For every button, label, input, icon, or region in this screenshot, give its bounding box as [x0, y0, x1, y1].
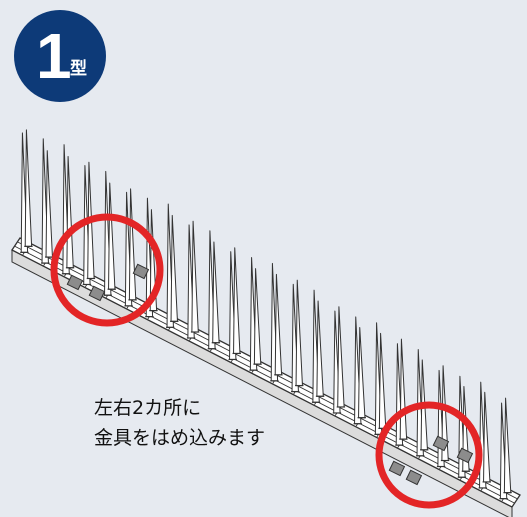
- metal-fitting: [66, 274, 84, 291]
- spike: [274, 273, 283, 376]
- caption-line-2: 金具をはめ込みます: [94, 427, 266, 449]
- spike: [378, 332, 387, 429]
- spike: [45, 150, 53, 258]
- spike: [483, 391, 491, 483]
- frame-rail: [17, 241, 518, 500]
- instruction-caption: 左右2カ所に 金具をはめ込みます: [94, 393, 265, 453]
- highlight-circle-left: [50, 213, 164, 327]
- spike: [128, 188, 137, 301]
- spike: [24, 129, 33, 247]
- type-badge: 1 型: [14, 10, 106, 102]
- spike: [170, 214, 178, 322]
- frame-side-face: [11, 249, 513, 517]
- spike: [212, 241, 220, 344]
- spike: [358, 327, 366, 419]
- spike: [108, 182, 116, 290]
- metal-fitting: [88, 285, 106, 302]
- spike: [316, 300, 324, 397]
- type-number: 1: [36, 20, 72, 92]
- caption-line-1: 左右2カ所に: [94, 397, 202, 419]
- spike: [233, 247, 241, 354]
- metal-fitting: [432, 435, 450, 452]
- spike: [191, 220, 199, 333]
- metal-fitting: [456, 447, 474, 464]
- frame-top-face: [11, 237, 521, 508]
- spike: [337, 306, 345, 408]
- spike: [66, 155, 74, 269]
- metal-fitting: [388, 460, 406, 477]
- metal-fitting: [132, 263, 150, 280]
- spike: [503, 397, 512, 494]
- spike: [399, 338, 408, 440]
- spike: [295, 279, 303, 387]
- highlight-circle-right: [375, 401, 483, 509]
- metal-fitting: [405, 469, 423, 486]
- spike-rows: [20, 129, 512, 500]
- metal-fittings: [66, 263, 474, 486]
- spike: [253, 268, 262, 365]
- type-suffix: 型: [70, 59, 87, 79]
